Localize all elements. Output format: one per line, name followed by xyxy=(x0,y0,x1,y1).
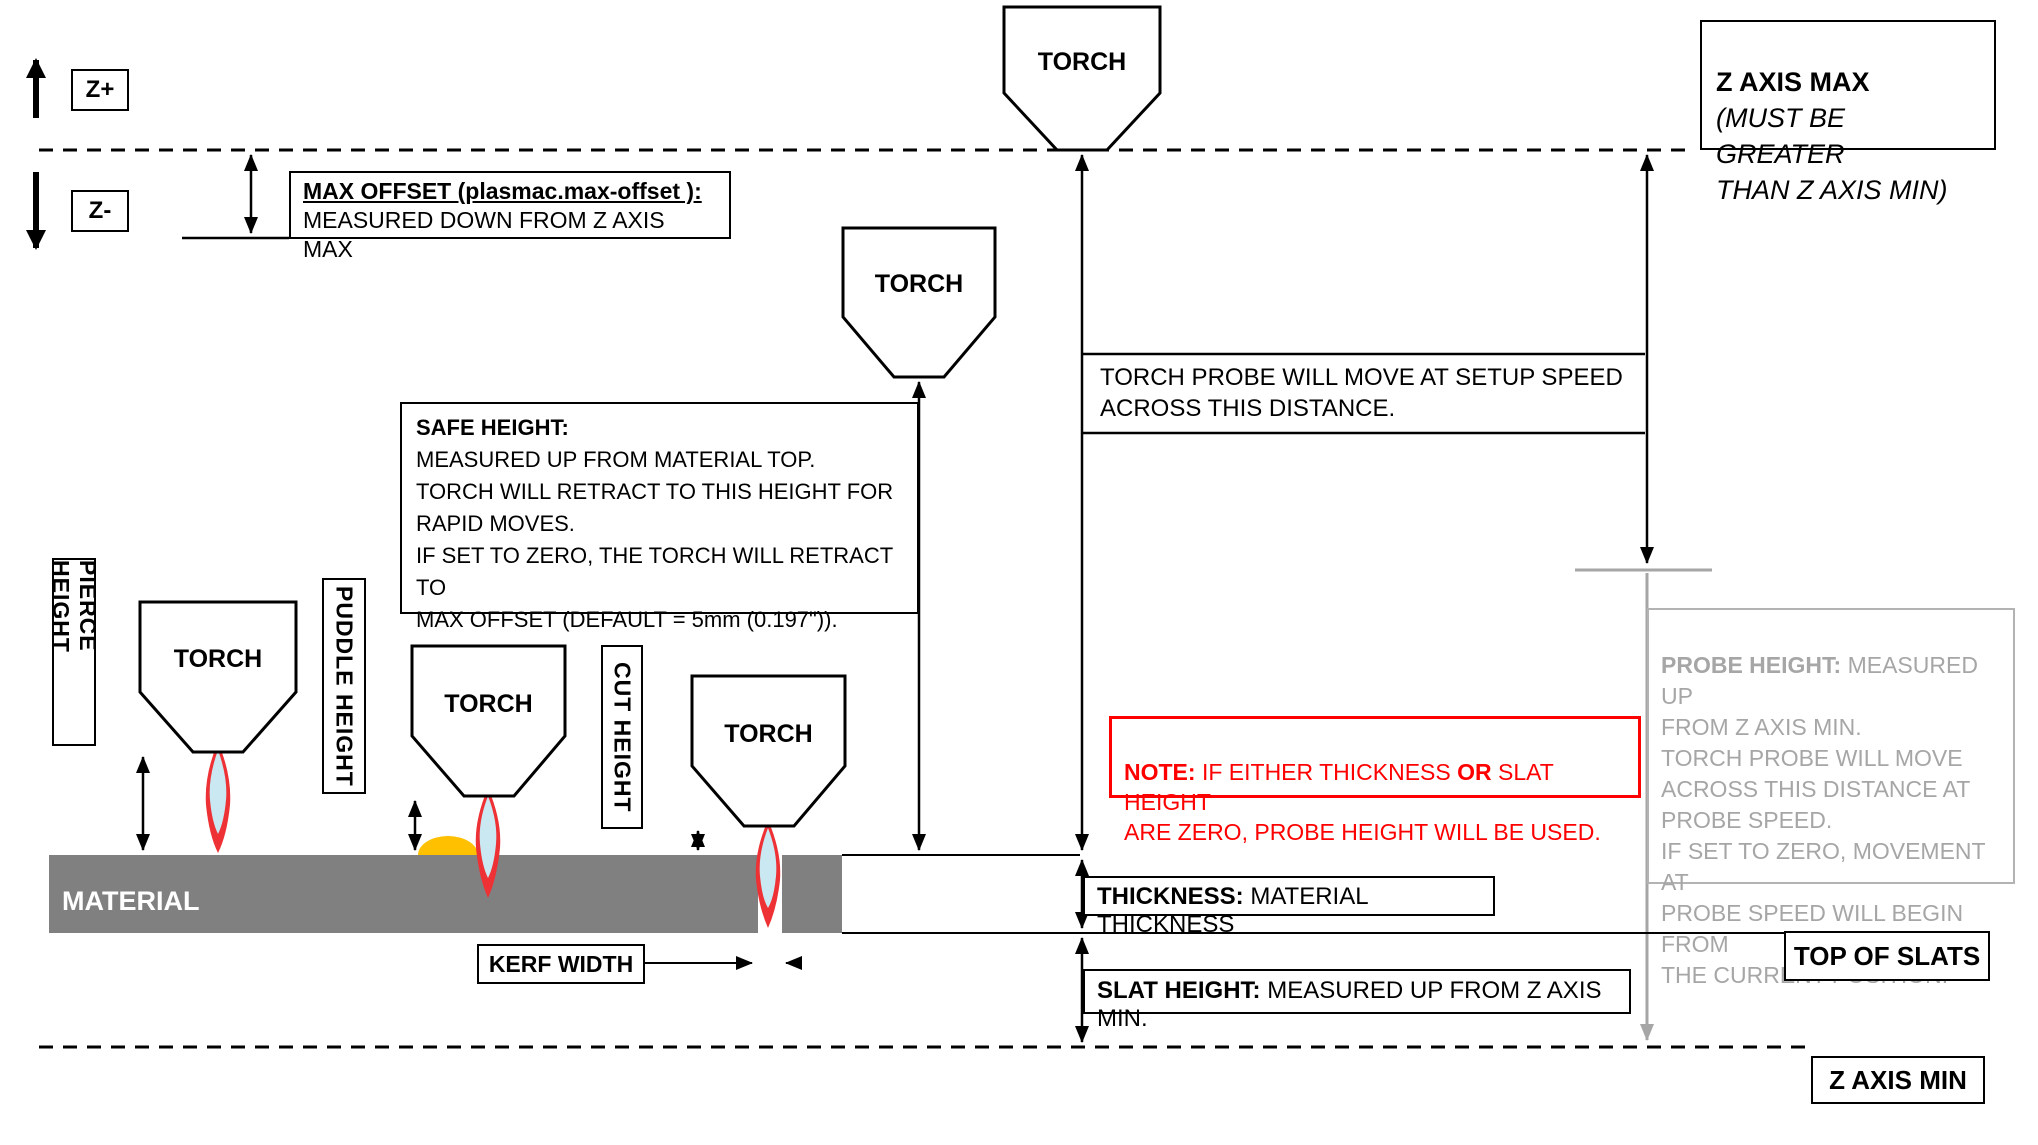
note-seg2: SLAT HEIGHT ARE ZERO, PROBE HEIGHT WILL … xyxy=(1124,759,1601,845)
note-or: OR xyxy=(1457,759,1492,785)
probe-height-label: PROBE HEIGHT: xyxy=(1661,652,1842,678)
cut-height-label: CUT HEIGHT xyxy=(609,661,636,813)
z-axis-max-sub: (MUST BE GREATER THAN Z AXIS MIN) xyxy=(1716,103,1948,205)
z-axis-max-title: Z AXIS MAX xyxy=(1716,67,1870,97)
note-box: NOTE: IF EITHER THICKNESS OR SLAT HEIGHT… xyxy=(1109,716,1641,845)
cut-flame-icon xyxy=(755,820,781,928)
torch-shape-puddle xyxy=(410,644,567,798)
torch-shape-safe xyxy=(841,226,997,379)
probe-height-box: PROBE HEIGHT: MEASURED UP FROM Z AXIS MI… xyxy=(1647,608,2015,988)
torch-shape-top xyxy=(1002,5,1162,152)
z-axis-min-box: Z AXIS MIN xyxy=(1811,1056,1985,1104)
note-seg1: IF EITHER THICKNESS xyxy=(1195,759,1458,785)
max-offset-title: MAX OFFSET (plasmac.max-offset ): xyxy=(303,178,702,204)
torch-shape-cut xyxy=(690,674,847,828)
pierce-flame-icon xyxy=(205,742,231,853)
z-plus-label: Z+ xyxy=(85,76,115,103)
safe-height-title: SAFE HEIGHT: xyxy=(416,415,569,440)
torch-probe-text: TORCH PROBE WILL MOVE AT SETUP SPEED ACR… xyxy=(1100,364,1623,422)
molten-puddle xyxy=(418,836,478,855)
probe-height-desc: MEASURED UP FROM Z AXIS MIN. TORCH PROBE… xyxy=(1661,652,1986,988)
puddle-flame-icon xyxy=(475,788,501,898)
material-bar xyxy=(49,855,842,933)
max-offset-desc: MEASURED DOWN FROM Z AXIS MAX xyxy=(303,207,665,262)
cut-height-label-box: CUT HEIGHT xyxy=(601,645,643,829)
kerf-width-label: KERF WIDTH xyxy=(488,950,634,977)
max-offset-box: MAX OFFSET (plasmac.max-offset ): MEASUR… xyxy=(289,171,731,262)
pierce-height-label: PIERCE HEIGHT xyxy=(48,560,101,653)
thickness-label: THICKNESS: xyxy=(1097,883,1244,910)
torch-puddle-label: TORCH xyxy=(444,690,533,718)
torch-safe-label: TORCH xyxy=(874,270,964,298)
pierce-height-label-box: PIERCE HEIGHT xyxy=(48,558,101,746)
torch-cut-label: TORCH xyxy=(724,720,813,748)
kerf-width-box: KERF WIDTH xyxy=(477,944,645,984)
safe-height-desc: MEASURED UP FROM MATERIAL TOP. TORCH WIL… xyxy=(416,447,894,632)
thickness-desc: MATERIAL THICKNESS xyxy=(1097,883,1368,938)
torch-top-label: TORCH xyxy=(1037,48,1127,76)
material-label: MATERIAL xyxy=(62,886,200,916)
slat-height-label: SLAT HEIGHT: xyxy=(1097,977,1261,1004)
z-axis-min-label: Z AXIS MIN xyxy=(1829,1064,1967,1095)
thickness-box: THICKNESS: MATERIAL THICKNESS xyxy=(1083,876,1495,938)
top-of-slats-box: TOP OF SLATS xyxy=(1784,931,1990,981)
z-plus-box: Z+ xyxy=(71,69,129,111)
puddle-height-label: PUDDLE HEIGHT xyxy=(331,585,358,787)
slat-height-desc: MEASURED UP FROM Z AXIS MIN. xyxy=(1097,977,1602,1032)
safe-height-box: SAFE HEIGHT: MEASURED UP FROM MATERIAL T… xyxy=(400,402,919,632)
torch-shape-pierce xyxy=(138,600,298,754)
slat-height-box: SLAT HEIGHT: MEASURED UP FROM Z AXIS MIN… xyxy=(1083,969,1631,1032)
z-minus-box: Z- xyxy=(71,190,129,232)
top-of-slats-label: TOP OF SLATS xyxy=(1793,940,1981,971)
note-label: NOTE: xyxy=(1124,759,1196,785)
z-axis-max-box: Z AXIS MAX (MUST BE GREATER THAN Z AXIS … xyxy=(1700,20,1996,205)
puddle-height-label-box: PUDDLE HEIGHT xyxy=(322,578,366,794)
z-minus-label: Z- xyxy=(88,197,112,224)
torch-pierce-label: TORCH xyxy=(173,645,263,673)
